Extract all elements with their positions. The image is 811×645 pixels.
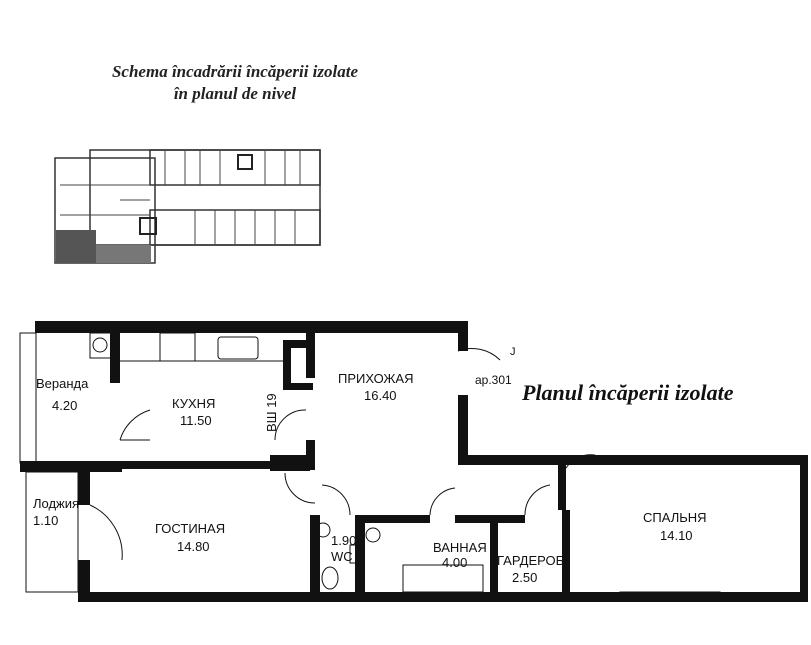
- room-name-living: ГОСТИНАЯ: [155, 521, 225, 536]
- room-area-loggia: 1.10: [33, 513, 58, 528]
- room-name-wardrobe: ГАРДЕРОБ: [497, 553, 564, 568]
- walls: [20, 321, 808, 602]
- room-name-loggia: Лоджия: [33, 496, 79, 511]
- apartment-label: ap.301: [475, 373, 512, 387]
- room-area-kitchen: 11.50: [180, 413, 212, 428]
- room-area-living: 14.80: [177, 539, 210, 554]
- entry-mark: J: [510, 346, 516, 358]
- highlighted-unit: [56, 230, 96, 263]
- room-area-veranda: 4.20: [52, 398, 77, 413]
- room-name-wc: WC: [331, 549, 353, 564]
- room-area-hallway: 16.40: [364, 388, 397, 403]
- room-name-hallway: ПРИХОЖАЯ: [338, 371, 414, 386]
- room-area-bedroom: 14.10: [660, 528, 693, 543]
- room-area-bathroom: 4.00: [442, 555, 467, 570]
- shaft-label: ВШ 19: [264, 393, 279, 432]
- room-name-kitchen: КУХНЯ: [172, 396, 215, 411]
- room-area-wc: 1.90: [331, 533, 356, 548]
- scheme-title-line2: în planul de nivel: [173, 84, 297, 103]
- room-name-bedroom: СПАЛЬНЯ: [643, 510, 707, 525]
- plan-title: Planul încăperii izolate: [522, 380, 734, 405]
- scheme-title-line1: Schema încadrării încăperii izolate: [111, 62, 359, 81]
- fixtures: [19, 332, 721, 601]
- room-name-bathroom: ВАННАЯ: [433, 540, 487, 555]
- room-area-wardrobe: 2.50: [512, 570, 537, 585]
- room-name-veranda: Веранда: [36, 376, 89, 391]
